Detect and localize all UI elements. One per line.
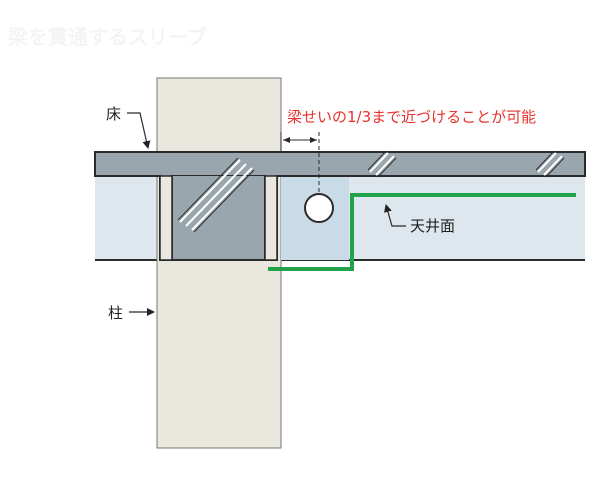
column-label: 柱: [108, 304, 123, 322]
ceiling-surface-line: [268, 193, 576, 271]
column: [156, 77, 282, 449]
floor-label: 床: [106, 105, 121, 123]
floor-leader-arrow-icon: [127, 112, 151, 149]
faint-header-title: 梁を貫通するスリーブ: [7, 25, 207, 49]
beam: [172, 176, 265, 260]
ceiling-leader-arrow-icon: [384, 204, 406, 227]
ceiling-surface-label: 天井面: [410, 217, 455, 235]
sleeve-note: 梁せいの1/3まで近づけることが可能: [287, 108, 536, 126]
section-break-hatch-outlines: [177, 150, 565, 233]
column-notch-left: [159, 175, 173, 261]
section-break-hatches: [179, 152, 563, 231]
column-notch-right: [264, 175, 278, 261]
sleeve-circle-icon: [304, 193, 334, 223]
dimension-arrow-icon: [283, 137, 317, 143]
